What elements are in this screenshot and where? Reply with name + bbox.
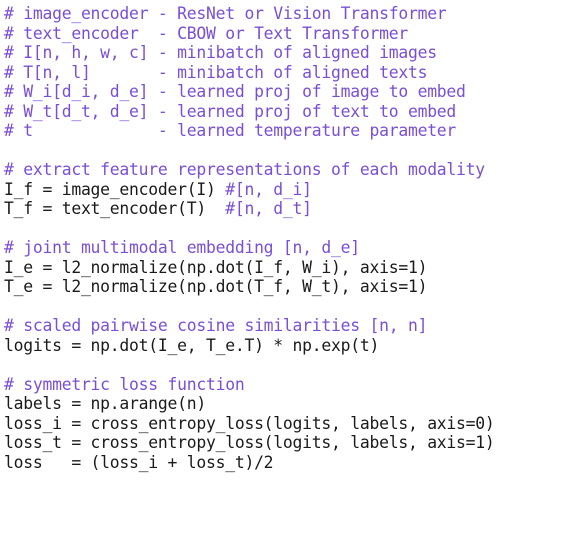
- code-text: labels = np.arange(n): [4, 394, 206, 413]
- comment-text: # I[n, h, w, c] - minibatch of aligned i…: [4, 43, 437, 62]
- code-text: I_e = l2_normalize(np.dot(I_f, W_i), axi…: [4, 257, 428, 277]
- code-text: T_e = l2_normalize(np.dot(T_f, W_t), axi…: [4, 277, 428, 296]
- code-line: # joint multimodal embedding [n, d_e]: [4, 238, 569, 258]
- code-line: # t - learned temperature parameter: [4, 121, 569, 141]
- code-line: I_e = l2_normalize(np.dot(I_f, W_i), axi…: [4, 258, 569, 278]
- inline-comment-text: #[n, d_t]: [225, 199, 312, 218]
- code-line: loss = (loss_i + loss_t)/2: [4, 453, 569, 473]
- blank-line: [4, 297, 569, 317]
- code-text: loss_t = cross_entropy_loss(logits, labe…: [4, 433, 495, 452]
- code-text: loss_i = cross_entropy_loss(logits, labe…: [4, 413, 495, 433]
- code-line: loss_i = cross_entropy_loss(logits, labe…: [4, 414, 569, 434]
- code-text: T_f = text_encoder(T): [4, 199, 226, 218]
- comment-text: # W_t[d_t, d_e] - learned proj of text t…: [4, 101, 457, 121]
- code-text: logits = np.dot(I_e, T_e.T) * np.exp(t): [4, 335, 380, 355]
- code-line: # T[n, l] - minibatch of aligned texts: [4, 63, 569, 83]
- code-line: T_e = l2_normalize(np.dot(T_f, W_t), axi…: [4, 277, 569, 297]
- comment-text: # W_i[d_i, d_e] - learned proj of image …: [4, 82, 466, 101]
- code-line: # symmetric loss function: [4, 375, 569, 395]
- code-line: # text_encoder - CBOW or Text Transforme…: [4, 24, 569, 44]
- code-line: loss_t = cross_entropy_loss(logits, labe…: [4, 433, 569, 453]
- comment-text: # joint multimodal embedding [n, d_e]: [4, 238, 360, 257]
- code-text: loss = (loss_i + loss_t)/2: [4, 452, 274, 472]
- code-text: I_f = image_encoder(I): [4, 179, 226, 199]
- comment-text: # image_encoder - ResNet or Vision Trans…: [4, 4, 447, 23]
- inline-comment-text: #[n, d_i]: [225, 179, 312, 199]
- code-line: # I[n, h, w, c] - minibatch of aligned i…: [4, 43, 569, 63]
- comment-text: # T[n, l] - minibatch of aligned texts: [4, 62, 428, 82]
- code-line: # W_t[d_t, d_e] - learned proj of text t…: [4, 102, 569, 122]
- comment-text: # extract feature representations of eac…: [4, 160, 485, 179]
- code-line: # image_encoder - ResNet or Vision Trans…: [4, 4, 569, 24]
- code-listing-panel: # image_encoder - ResNet or Vision Trans…: [4, 4, 569, 532]
- comment-text: # symmetric loss function: [4, 374, 245, 394]
- code-line: I_f = image_encoder(I) #[n, d_i]: [4, 180, 569, 200]
- code-line: labels = np.arange(n): [4, 394, 569, 414]
- comment-text: # scaled pairwise cosine similarities [n…: [4, 316, 428, 335]
- blank-line: [4, 219, 569, 239]
- code-line: # scaled pairwise cosine similarities [n…: [4, 316, 569, 336]
- comment-text: # text_encoder - CBOW or Text Transforme…: [4, 23, 408, 43]
- code-block: # image_encoder - ResNet or Vision Trans…: [4, 4, 569, 472]
- code-line: T_f = text_encoder(T) #[n, d_t]: [4, 199, 569, 219]
- comment-text: # t - learned temperature parameter: [4, 121, 457, 140]
- blank-line: [4, 141, 569, 161]
- code-line: # extract feature representations of eac…: [4, 160, 569, 180]
- code-line: logits = np.dot(I_e, T_e.T) * np.exp(t): [4, 336, 569, 356]
- code-line: # W_i[d_i, d_e] - learned proj of image …: [4, 82, 569, 102]
- blank-line: [4, 355, 569, 375]
